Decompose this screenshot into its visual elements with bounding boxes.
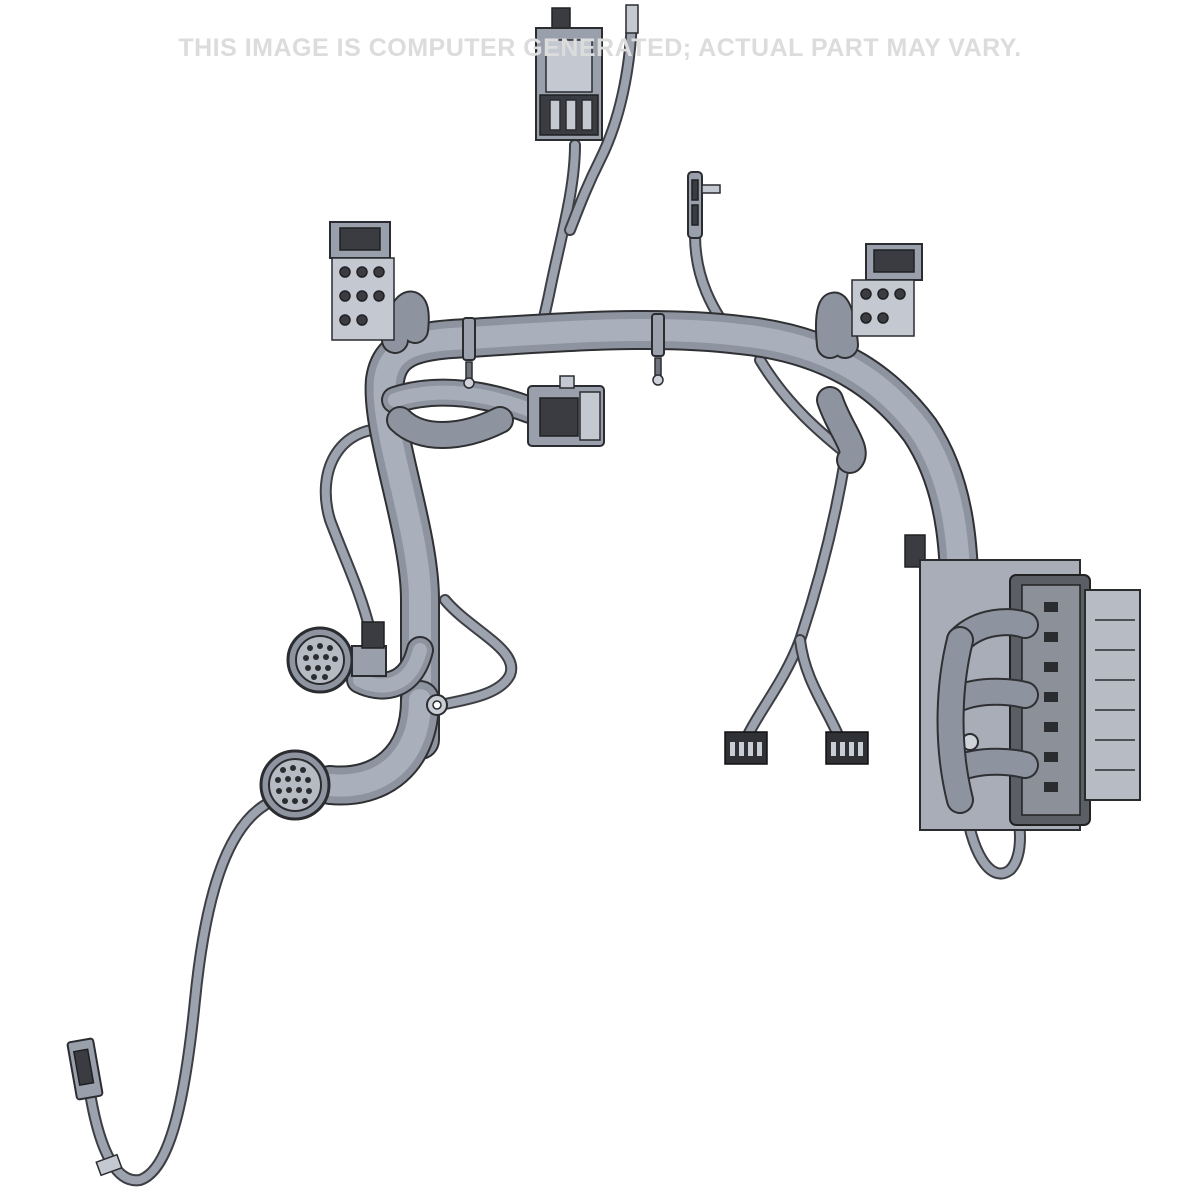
cable-clips [462, 313, 665, 389]
top-right-terminal-block [851, 243, 923, 337]
top-connector [535, 4, 639, 141]
main-trunk-cable [364, 309, 980, 760]
upper-branch-cable [346, 636, 434, 700]
round-connector-lower [259, 749, 331, 821]
ecu-cable-loops [936, 608, 1039, 814]
round-connector-upper [286, 621, 387, 694]
pin-header-right [825, 731, 869, 765]
ring-terminal [426, 694, 448, 716]
center-connector [527, 375, 605, 447]
terminal-block-loops [381, 290, 867, 474]
lower-branch-cable [310, 680, 440, 806]
pin-header-left [724, 731, 768, 765]
center-branch-cable [381, 378, 544, 449]
small-plug [687, 171, 721, 239]
thin-wires [82, 14, 1026, 1187]
end-plug [66, 1037, 123, 1177]
top-left-terminal-block [329, 221, 395, 341]
